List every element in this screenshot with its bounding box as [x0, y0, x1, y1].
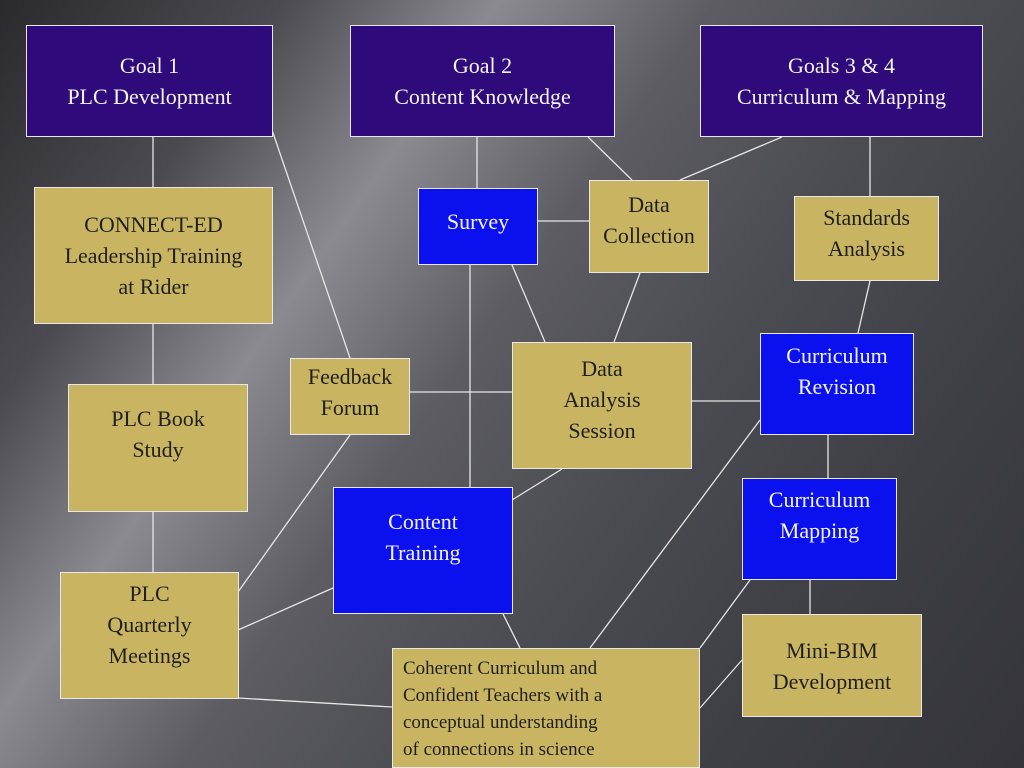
- goal-1-box: Goal 1 PLC Development: [26, 25, 273, 137]
- goals-3-4-box: Goals 3 & 4 Curriculum & Mapping: [700, 25, 983, 137]
- connect-ed-box: CONNECT-ED Leadership Training at Rider: [34, 187, 273, 324]
- connector-goal1-feedback-forum: [271, 129, 351, 359]
- connector-data-collection-data-analysis: [613, 272, 641, 343]
- connector-goal2-data-collection: [587, 136, 633, 181]
- survey-box: Survey: [418, 188, 538, 265]
- outcome-box: Coherent Curriculum and Confident Teache…: [392, 648, 700, 768]
- curriculum-mapping-box: Curriculum Mapping: [742, 478, 897, 580]
- connector-content-training-outcome: [502, 613, 521, 649]
- standards-analysis-box: Standards Analysis: [794, 196, 939, 281]
- connector-content-training-plc-quarterly: [237, 587, 334, 631]
- connector-standards-analysis-curriculum-revision: [857, 280, 871, 334]
- data-collection-box: Data Collection: [589, 180, 709, 273]
- feedback-forum-box: Feedback Forum: [290, 358, 410, 435]
- content-training-box: Content Training: [333, 487, 513, 614]
- connector-survey-data-analysis: [511, 264, 546, 343]
- connector-mini-bim-outcome: [699, 659, 743, 709]
- connector-goal34-data-collection: [679, 136, 783, 181]
- connector-data-analysis-content-training: [511, 468, 563, 501]
- mini-bim-box: Mini-BIM Development: [742, 614, 922, 717]
- connector-plc-quarterly-outcome: [237, 697, 393, 708]
- curriculum-revision-box: Curriculum Revision: [760, 333, 914, 435]
- plc-book-study-box: PLC Book Study: [68, 384, 248, 512]
- goal-2-box: Goal 2 Content Knowledge: [350, 25, 615, 137]
- data-analysis-session-box: Data Analysis Session: [512, 342, 692, 469]
- plc-quarterly-meetings-box: PLC Quarterly Meetings: [60, 572, 239, 699]
